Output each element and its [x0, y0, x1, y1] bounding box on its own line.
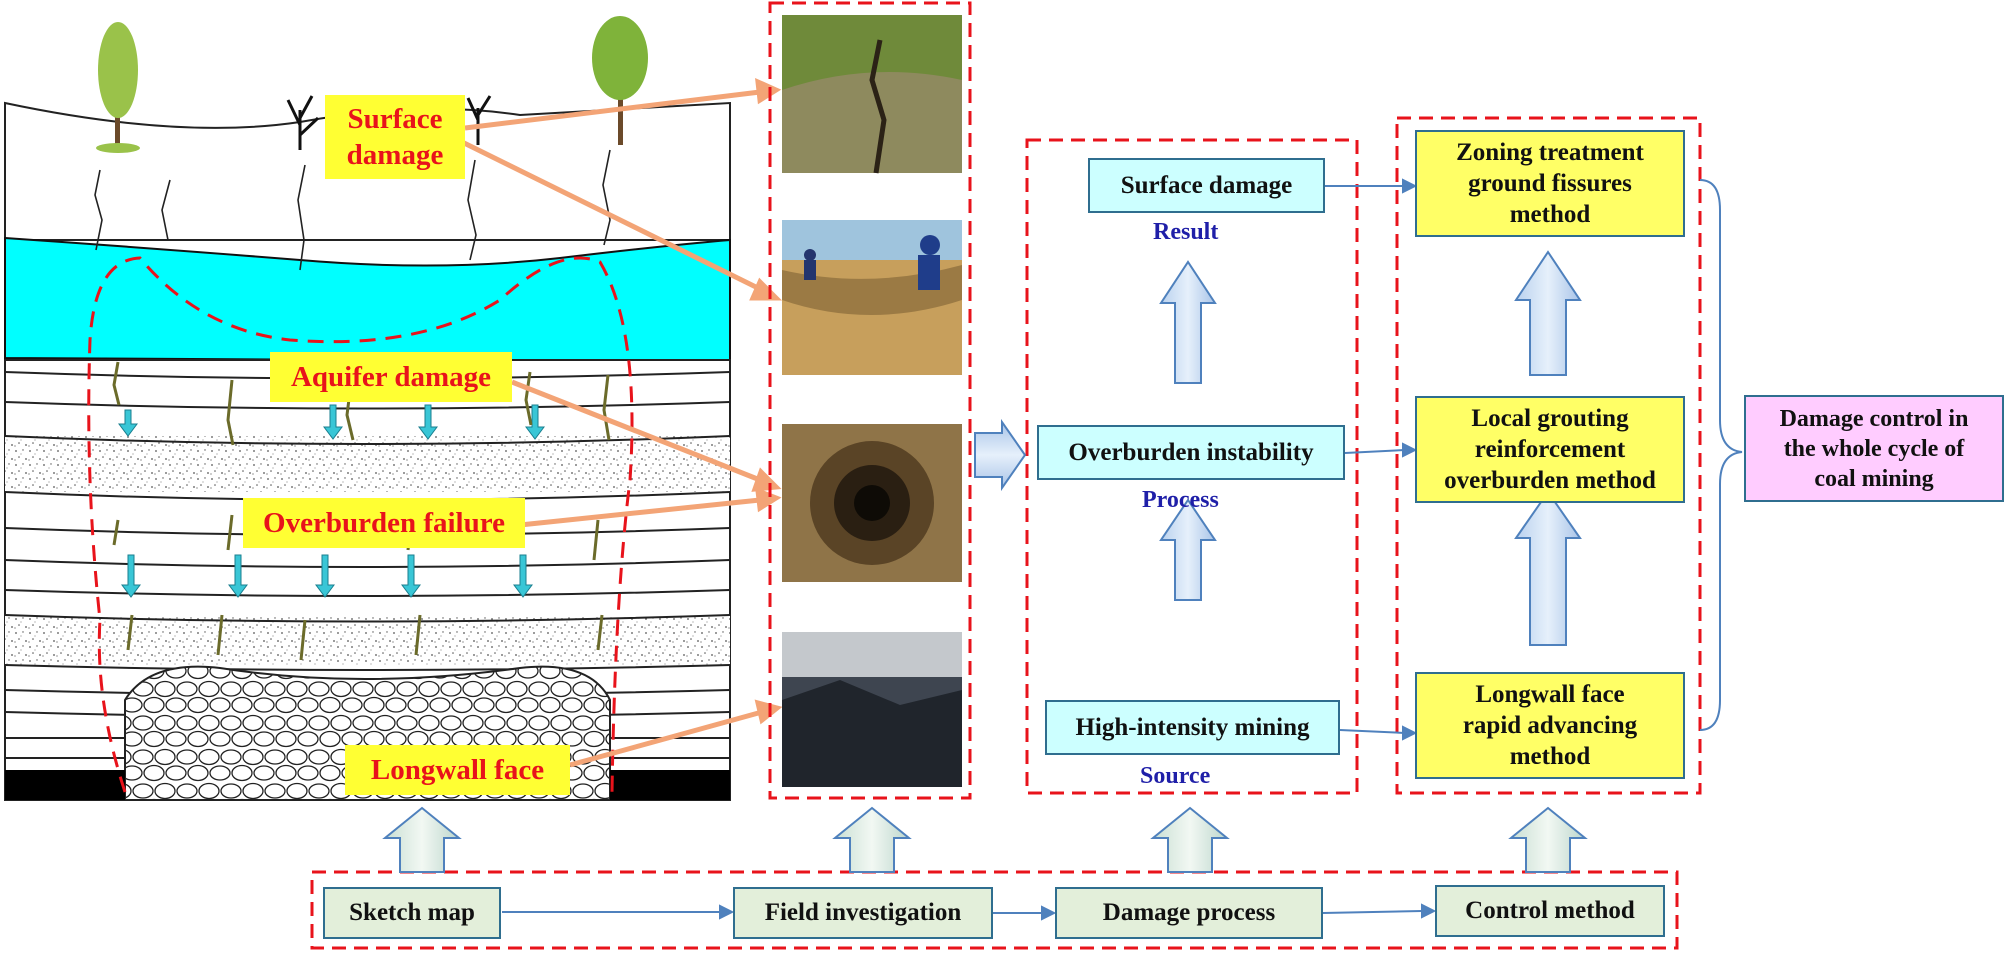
- label-result: Result: [1153, 219, 1219, 245]
- step-sketch-map: Sketch map: [323, 887, 501, 939]
- process-overburden-instability: Overburden instability: [1037, 425, 1345, 480]
- block-arrows: [974, 250, 1582, 646]
- frame-photos: [768, 1, 972, 800]
- arrow-longwall-to-grouting: [1514, 490, 1582, 646]
- coal-seam-left: [5, 770, 125, 800]
- goal-damage-control: Damage control in the whole cycle of coa…: [1744, 395, 2004, 502]
- label-overburden-failure: Overburden failure: [243, 498, 525, 548]
- trees: [96, 16, 648, 153]
- connector-arrows: [502, 178, 1437, 921]
- pointer-lines: [456, 77, 783, 768]
- arrow-process-to-result: [1159, 260, 1217, 384]
- method-local-grouting: Local grouting reinforcement overburden …: [1415, 396, 1685, 503]
- photo-column: [782, 15, 962, 787]
- arrow-photos-to-process: [974, 418, 1027, 492]
- arrow-grouting-to-zoning: [1514, 250, 1582, 376]
- aquifer-layer: [4, 236, 731, 364]
- step-damage-process: Damage process: [1055, 887, 1323, 939]
- label-aquifer-damage: Aquifer damage: [270, 352, 512, 402]
- label-process: Process: [1142, 487, 1219, 513]
- frame-damage-process: [1025, 138, 1359, 795]
- coal-seam-right: [610, 770, 730, 800]
- frame-workflow: [310, 870, 1679, 950]
- step-field-investigation: Field investigation: [733, 887, 993, 939]
- method-longwall-rapid-advancing: Longwall face rapid advancing method: [1415, 672, 1685, 779]
- dashed-frames: [310, 1, 1702, 950]
- method-zoning-treatment: Zoning treatment ground fissures method: [1415, 130, 1685, 237]
- frame-control-methods: [1395, 116, 1702, 795]
- surface-fissures: [94, 149, 611, 271]
- bracket-to-goal: [1699, 179, 1743, 731]
- sandstone-layer-upper: [5, 436, 730, 492]
- label-source: Source: [1140, 763, 1211, 789]
- process-surface-damage: Surface damage: [1088, 158, 1325, 213]
- subsidence-arrows: [118, 404, 545, 598]
- label-longwall-face: Longwall face: [345, 745, 570, 795]
- workflow-up-arrows: [382, 806, 1588, 873]
- process-high-intensity-mining: High-intensity mining: [1045, 700, 1340, 755]
- sandstone-layer-lower: [5, 615, 730, 665]
- step-control-method: Control method: [1435, 885, 1665, 937]
- arrow-source-to-process: [1159, 498, 1217, 601]
- label-surface-damage: Surface damage: [325, 95, 465, 179]
